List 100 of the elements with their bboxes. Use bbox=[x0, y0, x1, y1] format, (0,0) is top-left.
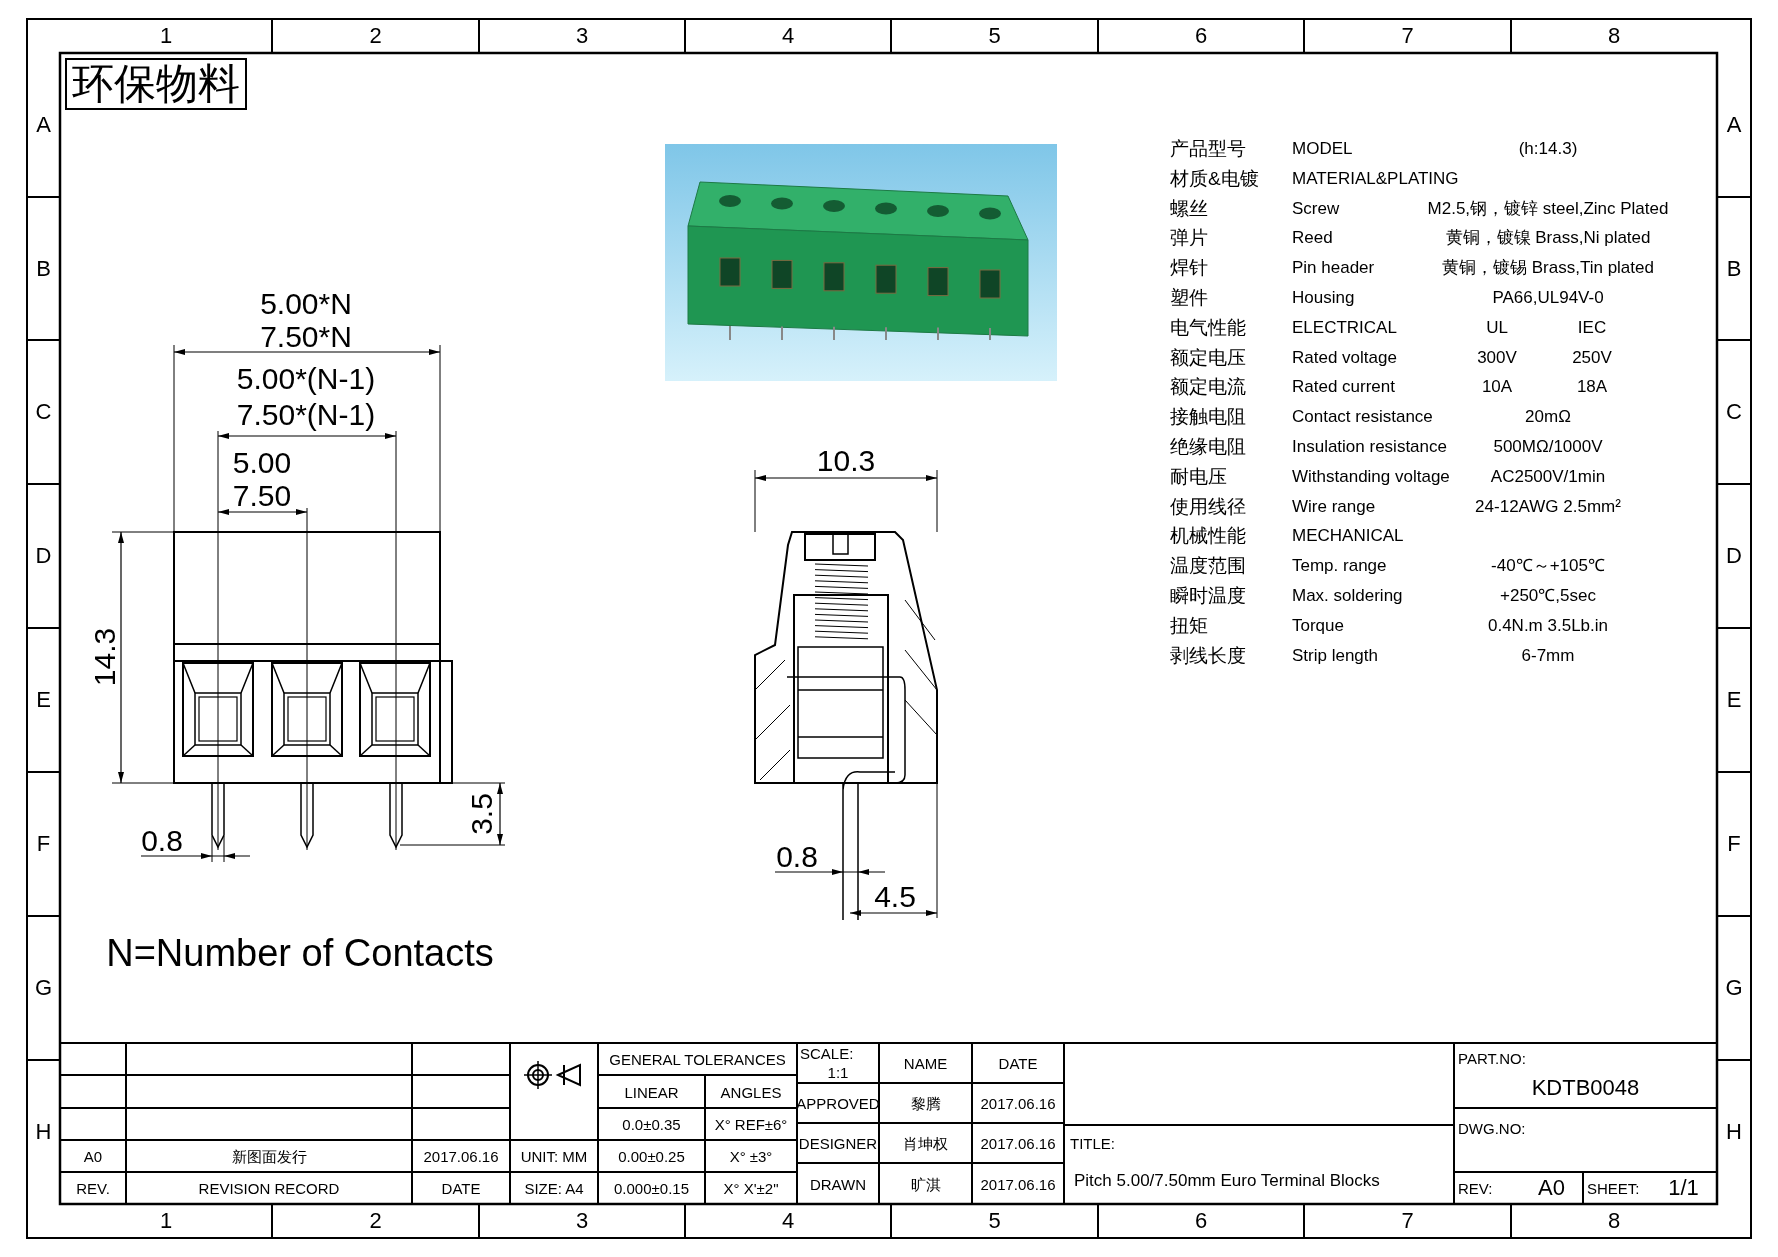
title-block-text: KDTB0048 bbox=[1531, 1077, 1640, 1099]
title-block-text: LINEAR bbox=[624, 1084, 679, 1099]
title-block-text: 2017.06.16 bbox=[980, 1095, 1056, 1111]
title-block-text: REV. bbox=[76, 1180, 110, 1196]
grid-reference-number: 5 bbox=[988, 25, 1001, 47]
title-block-text: 0.000±0.15 bbox=[614, 1180, 689, 1196]
grid-reference-letter: F bbox=[36, 833, 51, 855]
dimension-value: 5.00*N bbox=[260, 289, 352, 319]
grid-reference-number: 7 bbox=[1401, 1210, 1414, 1232]
spec-name: 耐电压 bbox=[1170, 466, 1227, 486]
grid-reference-number: 8 bbox=[1607, 25, 1621, 47]
dimension-value: 4.5 bbox=[874, 882, 916, 912]
spec-name: 焊针 bbox=[1170, 257, 1208, 277]
dimension-value: 5.00 bbox=[232, 448, 292, 478]
title-block-text: PART.NO: bbox=[1458, 1050, 1526, 1066]
grid-reference-letter: D bbox=[1726, 545, 1742, 567]
stamp-label: 环保物料 bbox=[64, 58, 247, 110]
grid-reference-number: 4 bbox=[781, 25, 795, 47]
spec-name: 塑件 bbox=[1170, 287, 1208, 307]
spec-name: 使用线径 bbox=[1170, 496, 1246, 516]
grid-reference-letter: H bbox=[35, 1121, 52, 1143]
title-block-text: 0.0±0.35 bbox=[622, 1116, 681, 1132]
grid-reference-number: 7 bbox=[1401, 25, 1414, 47]
title-block-text: 肖坤权 bbox=[903, 1135, 948, 1151]
dimension-value: 7.50*N bbox=[260, 321, 352, 352]
title-block-text: APPROVED bbox=[796, 1095, 880, 1111]
spec-name: 螺丝 bbox=[1170, 198, 1208, 218]
spec-name: Max. soldering bbox=[1292, 586, 1403, 604]
spec-value: PA66,UL94V-0 bbox=[1492, 288, 1604, 306]
dimension-value: 0.8 bbox=[141, 826, 183, 856]
grid-reference-letter: C bbox=[35, 401, 52, 423]
grid-reference-letter: C bbox=[1726, 401, 1742, 423]
title-block-text: Pitch 5.00/7.50mm Euro Terminal Blocks bbox=[1074, 1171, 1380, 1189]
dimension-value: 3.5 bbox=[467, 793, 497, 835]
spec-value: 黄铜，镀锡 Brass,Tin plated bbox=[1442, 258, 1654, 276]
grid-reference-number: 2 bbox=[369, 25, 382, 47]
spec-value: 10A bbox=[1481, 377, 1513, 395]
spec-name: MECHANICAL bbox=[1292, 526, 1404, 544]
spec-value: IEC bbox=[1577, 318, 1607, 336]
spec-name: Housing bbox=[1292, 288, 1355, 306]
grid-reference-letter: G bbox=[1725, 977, 1743, 999]
spec-value: 250V bbox=[1572, 348, 1612, 366]
spec-name: 额定电压 bbox=[1170, 347, 1246, 367]
title-block-text: 2017.06.16 bbox=[980, 1176, 1056, 1191]
grid-reference-number: 5 bbox=[988, 1210, 1001, 1232]
spec-name: 剥线长度 bbox=[1170, 645, 1246, 665]
title-block-text: NAME bbox=[903, 1055, 948, 1071]
grid-reference-letter: E bbox=[1726, 689, 1742, 711]
spec-name: Withstanding voltage bbox=[1292, 467, 1450, 485]
title-block-text: SCALE: bbox=[800, 1045, 854, 1060]
title-block-text: 旷淇 bbox=[910, 1176, 941, 1191]
grid-reference-letter: D bbox=[35, 545, 52, 567]
spec-name: Insulation resistance bbox=[1292, 437, 1447, 455]
grid-reference-number: 6 bbox=[1194, 25, 1208, 47]
spec-name: Screw bbox=[1292, 199, 1340, 217]
grid-reference-letter: B bbox=[1726, 257, 1742, 280]
spec-value: 300V bbox=[1477, 348, 1517, 366]
grid-reference-letter: G bbox=[34, 977, 53, 999]
grid-reference-number: 2 bbox=[369, 1210, 382, 1232]
spec-value: -40℃～+105℃ bbox=[1491, 556, 1605, 574]
spec-name: Pin header bbox=[1292, 258, 1375, 276]
spec-name: Contact resistance bbox=[1292, 407, 1433, 425]
grid-reference-letter: B bbox=[36, 257, 51, 280]
spec-name: 绝缘电阻 bbox=[1170, 436, 1246, 456]
grid-reference-number: 8 bbox=[1607, 1210, 1621, 1232]
grid-reference-number: 6 bbox=[1194, 1210, 1208, 1232]
grid-reference-letter: A bbox=[36, 114, 51, 136]
spec-name: 机械性能 bbox=[1170, 525, 1246, 545]
title-block-text: 2017.06.16 bbox=[980, 1135, 1056, 1151]
spec-name: MODEL bbox=[1292, 139, 1353, 157]
title-block-text: 0.00±0.25 bbox=[618, 1148, 685, 1164]
title-block-text: REVISION RECORD bbox=[198, 1180, 340, 1196]
title-block-text: 新图面发行 bbox=[231, 1148, 307, 1164]
title-block-text: DATE bbox=[441, 1180, 481, 1196]
title-block-text: 2017.06.16 bbox=[423, 1148, 499, 1164]
spec-value: 18A bbox=[1576, 377, 1608, 395]
spec-value: (h:14.3) bbox=[1518, 139, 1578, 157]
spec-value: AC2500V/1min bbox=[1490, 467, 1606, 485]
title-block-text: UNIT: MM bbox=[520, 1148, 588, 1164]
grid-reference-number: 3 bbox=[575, 1210, 589, 1232]
title-block-text: DESIGNER bbox=[798, 1135, 878, 1151]
title-block-text: DRAWN bbox=[809, 1176, 867, 1191]
grid-reference-letter: A bbox=[1726, 114, 1742, 136]
spec-name: 材质&电镀 bbox=[1170, 168, 1259, 188]
note-text: N=Number of Contacts bbox=[106, 934, 494, 972]
dimension-value: 0.8 bbox=[776, 841, 818, 872]
spec-name: 额定电流 bbox=[1170, 376, 1246, 396]
title-block-text: 1:1 bbox=[827, 1064, 849, 1080]
spec-name: Reed bbox=[1292, 228, 1333, 246]
title-block-text: A0 bbox=[83, 1148, 103, 1164]
spec-name: Rated current bbox=[1292, 377, 1395, 395]
dimension-value: 7.50*(N-1) bbox=[236, 400, 376, 430]
grid-reference-letter: E bbox=[36, 689, 51, 711]
title-block-text: X° ±3° bbox=[729, 1148, 773, 1164]
spec-name: ELECTRICAL bbox=[1292, 318, 1397, 336]
spec-value: 20mΩ bbox=[1525, 407, 1571, 425]
spec-value: 黄铜，镀镍 Brass,Ni plated bbox=[1445, 228, 1651, 246]
spec-name: Strip length bbox=[1292, 646, 1378, 664]
title-block-text: TITLE: bbox=[1070, 1135, 1115, 1151]
spec-name: 扭矩 bbox=[1170, 615, 1208, 635]
